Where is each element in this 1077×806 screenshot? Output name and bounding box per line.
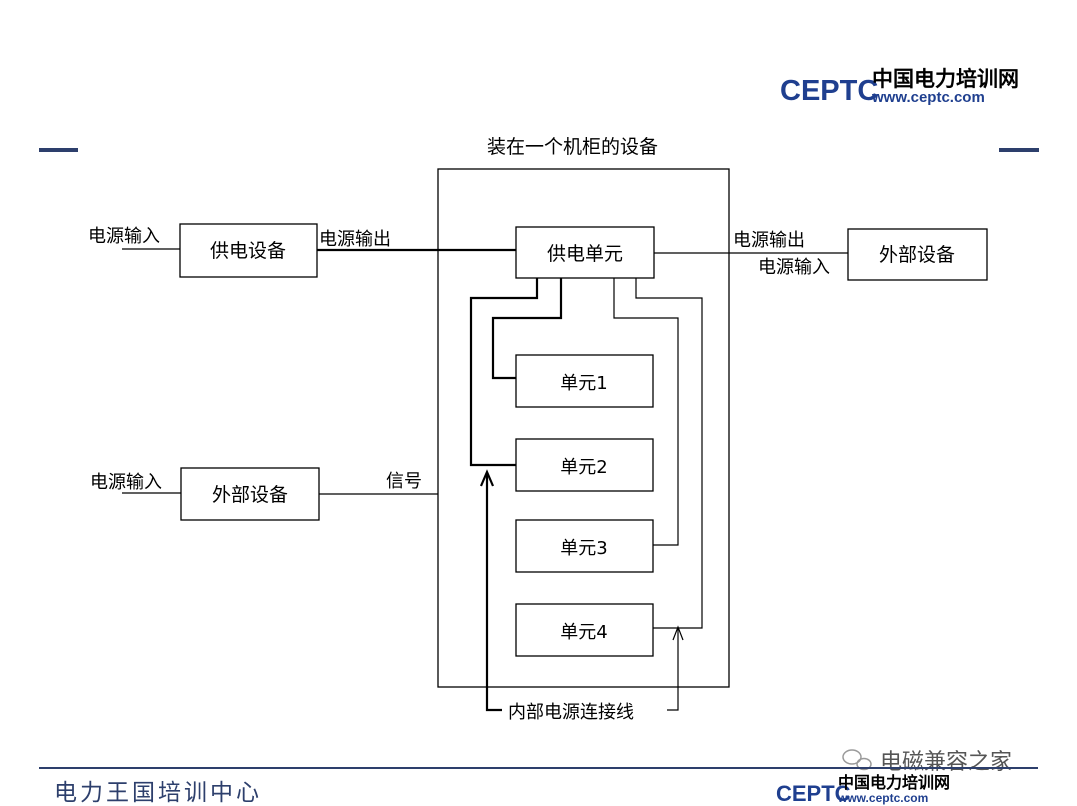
annotation-arrow-left xyxy=(485,474,502,712)
header-logo: CEPTC 中国电力培训网 www.ceptc.com xyxy=(780,67,1019,107)
unit2-box xyxy=(515,438,654,492)
power-supply-device-label: 供电设备 xyxy=(210,240,286,262)
unit1-box xyxy=(515,354,654,408)
power-input-label-top: 电源输入 xyxy=(88,226,160,247)
wechat-icon xyxy=(842,749,872,771)
power-output-label-right: 电源输出 xyxy=(733,230,805,251)
footer-logo-url: www.ceptc.com xyxy=(837,791,928,805)
footer-logo-brand: CEPTC xyxy=(776,781,851,806)
logo-title-text: 中国电力培训网 xyxy=(872,67,1019,91)
internal-power-wiring-label: 内部电源连接线 xyxy=(508,702,634,723)
unit3-label: 单元3 xyxy=(560,538,607,559)
wire-to-unit4 xyxy=(635,278,703,629)
logo-brand-text: CEPTC xyxy=(780,75,878,107)
unit2-label: 单元2 xyxy=(560,457,607,478)
unit1-label: 单元1 xyxy=(560,373,607,394)
logo-url-text: www.ceptc.com xyxy=(871,89,985,106)
footer-center-name: 电力王国培训中心 xyxy=(54,780,262,806)
unit4-box xyxy=(515,603,654,657)
power-output-label-left: 电源输出 xyxy=(319,229,391,250)
external-device-left-label: 外部设备 xyxy=(212,484,288,506)
signal-label: 信号 xyxy=(386,471,422,492)
arrow-head-left xyxy=(479,469,495,487)
arrow-head-right xyxy=(672,625,684,641)
external-device-right-box xyxy=(847,228,988,281)
external-device-right-label: 外部设备 xyxy=(879,244,955,266)
power-supply-device-box xyxy=(179,223,318,278)
power-input-label-right: 电源输入 xyxy=(758,257,830,278)
annotation-arrow-right xyxy=(667,628,679,711)
footer-logo-title: 中国电力培训网 xyxy=(838,773,950,792)
external-device-left-box xyxy=(180,467,320,521)
power-input-label-bottom: 电源输入 xyxy=(90,472,162,493)
power-supply-unit-box xyxy=(515,226,655,279)
header-bar-left xyxy=(39,148,78,152)
unit3-box xyxy=(515,519,654,573)
watermark-text: 电磁兼容之家 xyxy=(880,750,1012,775)
footer-logo: CEPTC 中国电力培训网 www.ceptc.com xyxy=(776,773,950,806)
header-bar-right xyxy=(999,148,1039,152)
wire-to-unit2 xyxy=(469,278,539,467)
wire-to-unit1 xyxy=(491,278,563,380)
unit4-label: 单元4 xyxy=(560,622,607,643)
wire-to-unit3 xyxy=(613,278,679,546)
cabinet-title: 装在一个机柜的设备 xyxy=(487,136,658,158)
watermark: 电磁兼容之家 xyxy=(842,749,1012,775)
power-supply-unit-label: 供电单元 xyxy=(547,243,623,265)
